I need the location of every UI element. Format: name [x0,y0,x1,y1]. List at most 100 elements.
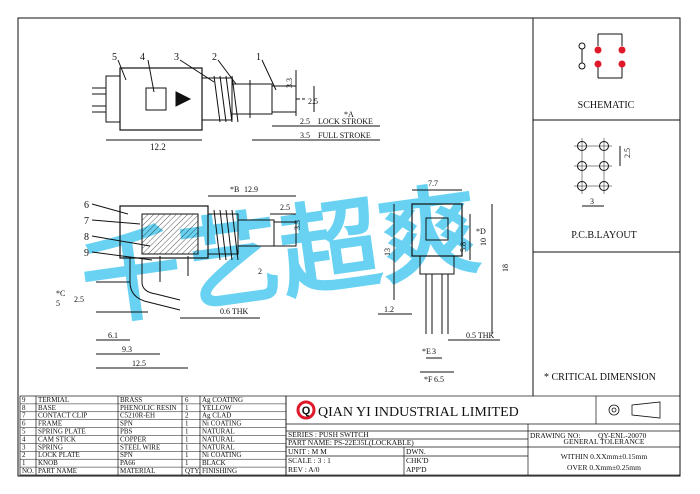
dim-side-5: 5 [56,299,60,308]
dim-side-61: 6.1 [108,331,118,340]
bom-cell: 2 [185,412,189,420]
bom-cell: PA66 [120,459,136,467]
callout-7: 7 [84,216,89,227]
callout-2: 2 [212,52,217,63]
mark-d: *D [476,227,486,236]
callout-8: 8 [84,232,89,243]
bom-cell: SPN [120,451,133,459]
front-view [378,189,500,373]
dim-side-125: 12.5 [132,359,146,368]
bom-cell: Ag COATING [202,396,243,404]
schematic-dot [618,46,626,54]
bom-header-cell: PART NAME [38,467,77,475]
company-logo: Q [302,405,311,417]
critical-dimension-note: * CRITICAL DIMENSION [544,372,656,383]
dim-front-e: 3 [432,347,436,356]
bom-cell: CONTACT CLIP [38,412,87,420]
dim-front-58: 5.8 [459,242,468,252]
drawing-no-label: DRAWING NO: [530,431,580,440]
bom-cell: BLACK [202,459,226,467]
bom-cell: 1 [185,420,189,428]
mark-a: *A [344,110,354,119]
unit: UNIT : M M [288,447,327,456]
lock-stroke-label: LOCK STROKE [318,117,373,126]
bom-cell: 1 [22,459,26,467]
bom-cell: Ni COATING [202,420,241,428]
chkd-label: CHK'D [406,456,429,465]
dwn-label: DWN. [406,447,426,456]
dim-side-thk: 0.6 THK [220,307,249,316]
schematic-symbol [578,33,623,79]
company-logo-ring [296,400,316,420]
bom-cell: Ag CLAD [202,412,231,420]
bom-cell: 1 [185,459,189,467]
schematic-dot [618,60,626,68]
dim-front-18: 18 [501,264,510,272]
callout-3: 3 [174,52,179,63]
bom-cell: C5210R-EH [120,412,155,420]
bom-cell: NATURAL [202,435,235,443]
tolerance-over: OVER 0.Xmm±0.25mm [567,463,641,472]
side-view [91,195,297,369]
bom-cell: SPRING PLATE [38,428,86,436]
pcb-layout-label: P.C.B.LAYOUT [571,230,636,241]
callout-4: 4 [140,52,145,63]
bom-cell: SPRING [38,443,63,451]
mark-c: *C [56,289,65,298]
mark-b: *B [230,185,239,194]
bom-header-cell: QTY. [185,467,200,475]
dim-side-93: 9.3 [122,345,132,354]
mark-e: *E [422,347,431,356]
bom-cell: KNOB [38,459,58,467]
part-name: PART NAME: PS-22E35L(LOCKABLE) [288,438,414,447]
bom-cell: 4 [22,435,26,443]
scale: SCALE : 3 : 1 [288,456,331,465]
bom-cell: PBS [120,428,133,436]
dim-front-thk: 0.5 THK [466,331,495,340]
dim-side-dia: 3.3 [293,220,302,230]
bom-cell: Ni COATING [202,451,241,459]
dim-front-77: 7.7 [428,179,438,188]
drawing-no: QY-ENL-20070 [598,431,647,440]
bom-cell: 8 [22,404,26,412]
callout-5: 5 [112,52,117,63]
bom-cell: 9 [22,396,26,404]
callout-1: 1 [256,52,261,63]
bom-cell: CAM STICK [38,435,76,443]
bom-cell: TERMIAL [38,396,69,404]
dim-side-25: 2.5 [74,295,84,304]
bom-cell: NATURAL [202,443,235,451]
bom-cell: FRAME [38,420,62,428]
schematic-dot [594,60,602,68]
dim-top-length: 12.2 [150,142,166,152]
bom-cell: COPPER [120,435,147,443]
bom-header-cell: FINISHING [202,467,237,475]
series: SERIES : PUSH SWITCH [288,430,369,439]
bom-cell: STEEL WIRE [120,443,160,451]
bom-cell: 7 [22,412,26,420]
tolerance-within: WITHIN 0.XXmm±0.15mm [561,452,648,461]
top-view [92,59,380,141]
bom-cell: LOCK PLATE [38,451,80,459]
full-stroke-label: FULL STROKE [318,131,371,140]
bom-cell: 1 [185,428,189,436]
bom-cell: BASE [38,404,56,412]
pcb-pitch: 2.5 [623,148,632,158]
revision: REV : A/0 [288,465,320,474]
dim-lock-stroke: 2.5 [300,117,310,126]
schematic-label: SCHEMATIC [578,100,635,111]
dim-front-13: 13 [383,248,392,256]
bom-cell: 6 [185,396,189,404]
bom-cell: 2 [22,451,26,459]
dim-full-stroke: 3.5 [300,131,310,140]
bom-cell: PHENOLIC RESIN [120,404,177,412]
dim-side-2: 2 [258,267,262,276]
bom-cell: 1 [185,451,189,459]
bom-cell: 1 [185,404,189,412]
callout-6: 6 [84,200,89,211]
general-tolerance: GENERAL TOLERANCE [564,437,645,446]
bom-cell: NATURAL [202,428,235,436]
bom-header-cell: MATERIAL [120,467,155,475]
